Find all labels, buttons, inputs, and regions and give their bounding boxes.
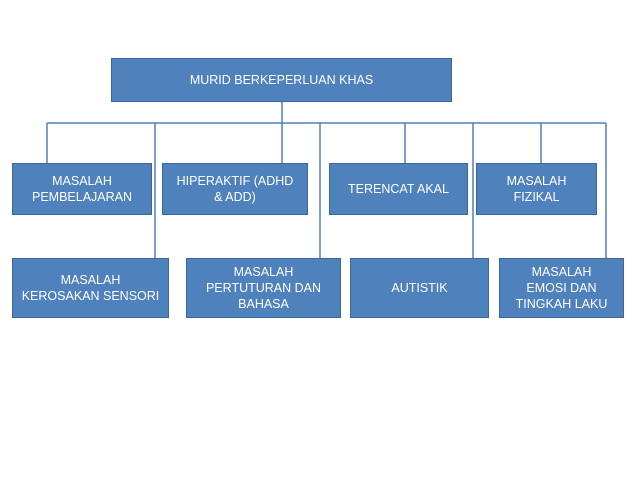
box-masalah-pembelajaran: MASALAH PEMBELAJARAN [12,163,152,215]
box-masalah-fizikal: MASALAH FIZIKAL [476,163,597,215]
root-box-murid-berkeperluan-khas: MURID BERKEPERLUAN KHAS [111,58,452,102]
box-hiperaktif: HIPERAKTIF (ADHD & ADD) [162,163,308,215]
box-masalah-pertuturan-bahasa: MASALAH PERTUTURAN DAN BAHASA [186,258,341,318]
box-autistik: AUTISTIK [350,258,489,318]
box-masalah-emosi-tingkah-laku: MASALAH EMOSI DAN TINGKAH LAKU [499,258,624,318]
box-terencat-akal: TERENCAT AKAL [329,163,468,215]
box-masalah-kerosakan-sensori: MASALAH KEROSAKAN SENSORI [12,258,169,318]
